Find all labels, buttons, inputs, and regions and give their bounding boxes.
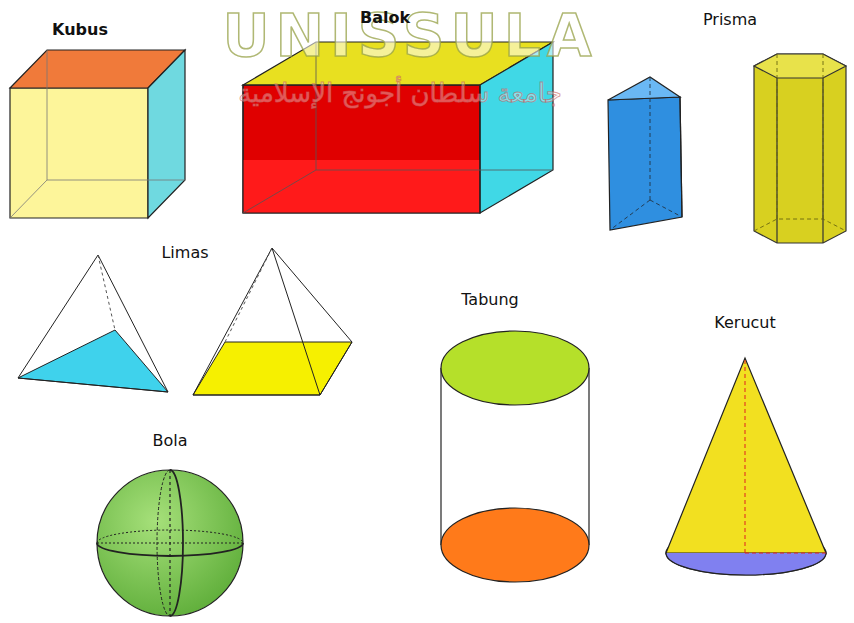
triangular-pyramid-figure bbox=[18, 255, 168, 392]
watermark-text: جامعة سلطان أجونج الإسلامية bbox=[238, 78, 562, 108]
shape-name: Bola bbox=[152, 431, 187, 450]
shape-name: Limas bbox=[161, 243, 208, 262]
sphere-figure bbox=[97, 470, 243, 616]
cube-figure bbox=[10, 50, 185, 218]
shape-name: Tabung bbox=[461, 290, 519, 309]
square-pyramid-figure bbox=[193, 248, 352, 395]
shape-name: Prisma bbox=[703, 10, 757, 29]
cone-figure bbox=[666, 358, 826, 575]
cylinder-figure bbox=[441, 331, 589, 582]
shape-name: Kubus bbox=[52, 20, 108, 39]
hexagonal-prism-figure bbox=[754, 54, 846, 243]
shape-name: Balok bbox=[360, 8, 410, 27]
triangular-prism-figure bbox=[608, 77, 682, 230]
shape-name: Kerucut bbox=[714, 313, 775, 332]
